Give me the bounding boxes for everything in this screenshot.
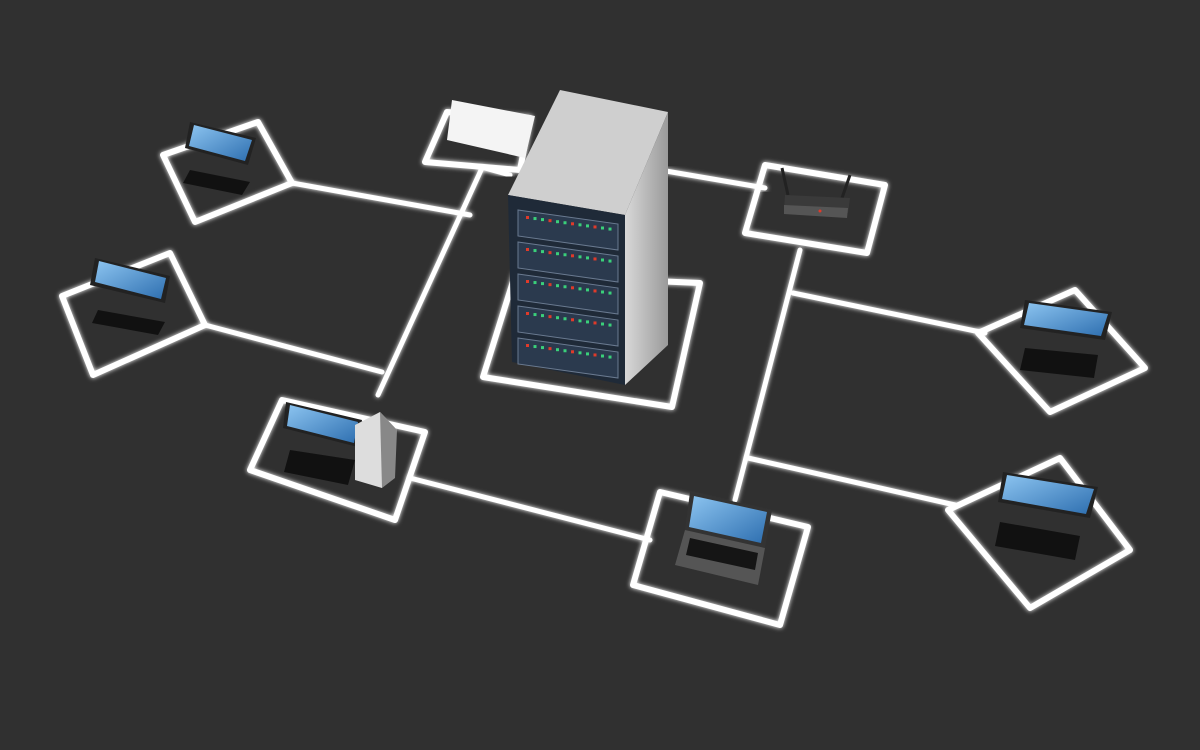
status-led (608, 259, 612, 263)
status-led (526, 280, 529, 283)
status-led (571, 286, 574, 290)
status-led (608, 323, 612, 327)
status-led (571, 318, 574, 322)
status-led (586, 256, 589, 260)
status-led (593, 353, 597, 357)
monitor-icon (183, 122, 256, 195)
monitor-icon (1020, 300, 1112, 378)
status-led (608, 355, 612, 359)
status-led (533, 281, 537, 285)
router-icon (780, 167, 852, 218)
status-led (586, 320, 589, 324)
status-led (526, 248, 529, 251)
status-led (541, 346, 544, 350)
status-led (533, 217, 537, 221)
status-led (533, 313, 537, 317)
status-led (548, 251, 552, 255)
status-led (533, 249, 537, 253)
status-led (593, 257, 597, 261)
desktop-tower-icon (283, 402, 397, 488)
status-led (601, 258, 604, 262)
status-led (601, 322, 604, 326)
status-led (571, 350, 574, 354)
status-led (601, 290, 604, 294)
status-led (548, 219, 552, 223)
status-led (571, 222, 574, 226)
status-led (541, 314, 544, 318)
server-units (517, 209, 619, 379)
status-led (601, 354, 604, 358)
status-led (556, 252, 559, 256)
status-led (541, 250, 544, 254)
status-led (563, 349, 567, 353)
status-led (563, 221, 567, 225)
status-led (526, 216, 529, 219)
status-led (548, 315, 552, 319)
monitor-icon (90, 258, 170, 335)
status-led (548, 283, 552, 287)
status-led (541, 282, 544, 286)
status-led (563, 285, 567, 289)
status-led (578, 223, 582, 227)
server-rack-icon (508, 90, 668, 385)
status-led (608, 227, 612, 231)
status-led (601, 226, 604, 230)
status-led (526, 312, 529, 315)
status-led (548, 347, 552, 351)
laptop-icon (447, 100, 535, 158)
status-led (556, 316, 559, 320)
status-led (586, 224, 589, 228)
monitor-icon (995, 472, 1098, 560)
status-led (563, 253, 567, 257)
status-led (593, 225, 597, 229)
status-led (556, 284, 559, 288)
status-led (563, 317, 567, 321)
status-led (571, 254, 574, 258)
status-led (578, 351, 582, 355)
status-led (578, 287, 582, 291)
status-led (593, 321, 597, 325)
status-led (533, 345, 537, 349)
status-led (578, 255, 582, 259)
status-led (586, 352, 589, 356)
status-led (608, 291, 612, 295)
network-links (202, 165, 988, 543)
status-led (578, 319, 582, 323)
status-led (556, 220, 559, 224)
status-led (541, 218, 544, 222)
status-led (556, 348, 559, 352)
status-led (526, 344, 529, 347)
status-led (586, 288, 589, 292)
status-led (593, 289, 597, 293)
laptop-icon (675, 492, 772, 585)
